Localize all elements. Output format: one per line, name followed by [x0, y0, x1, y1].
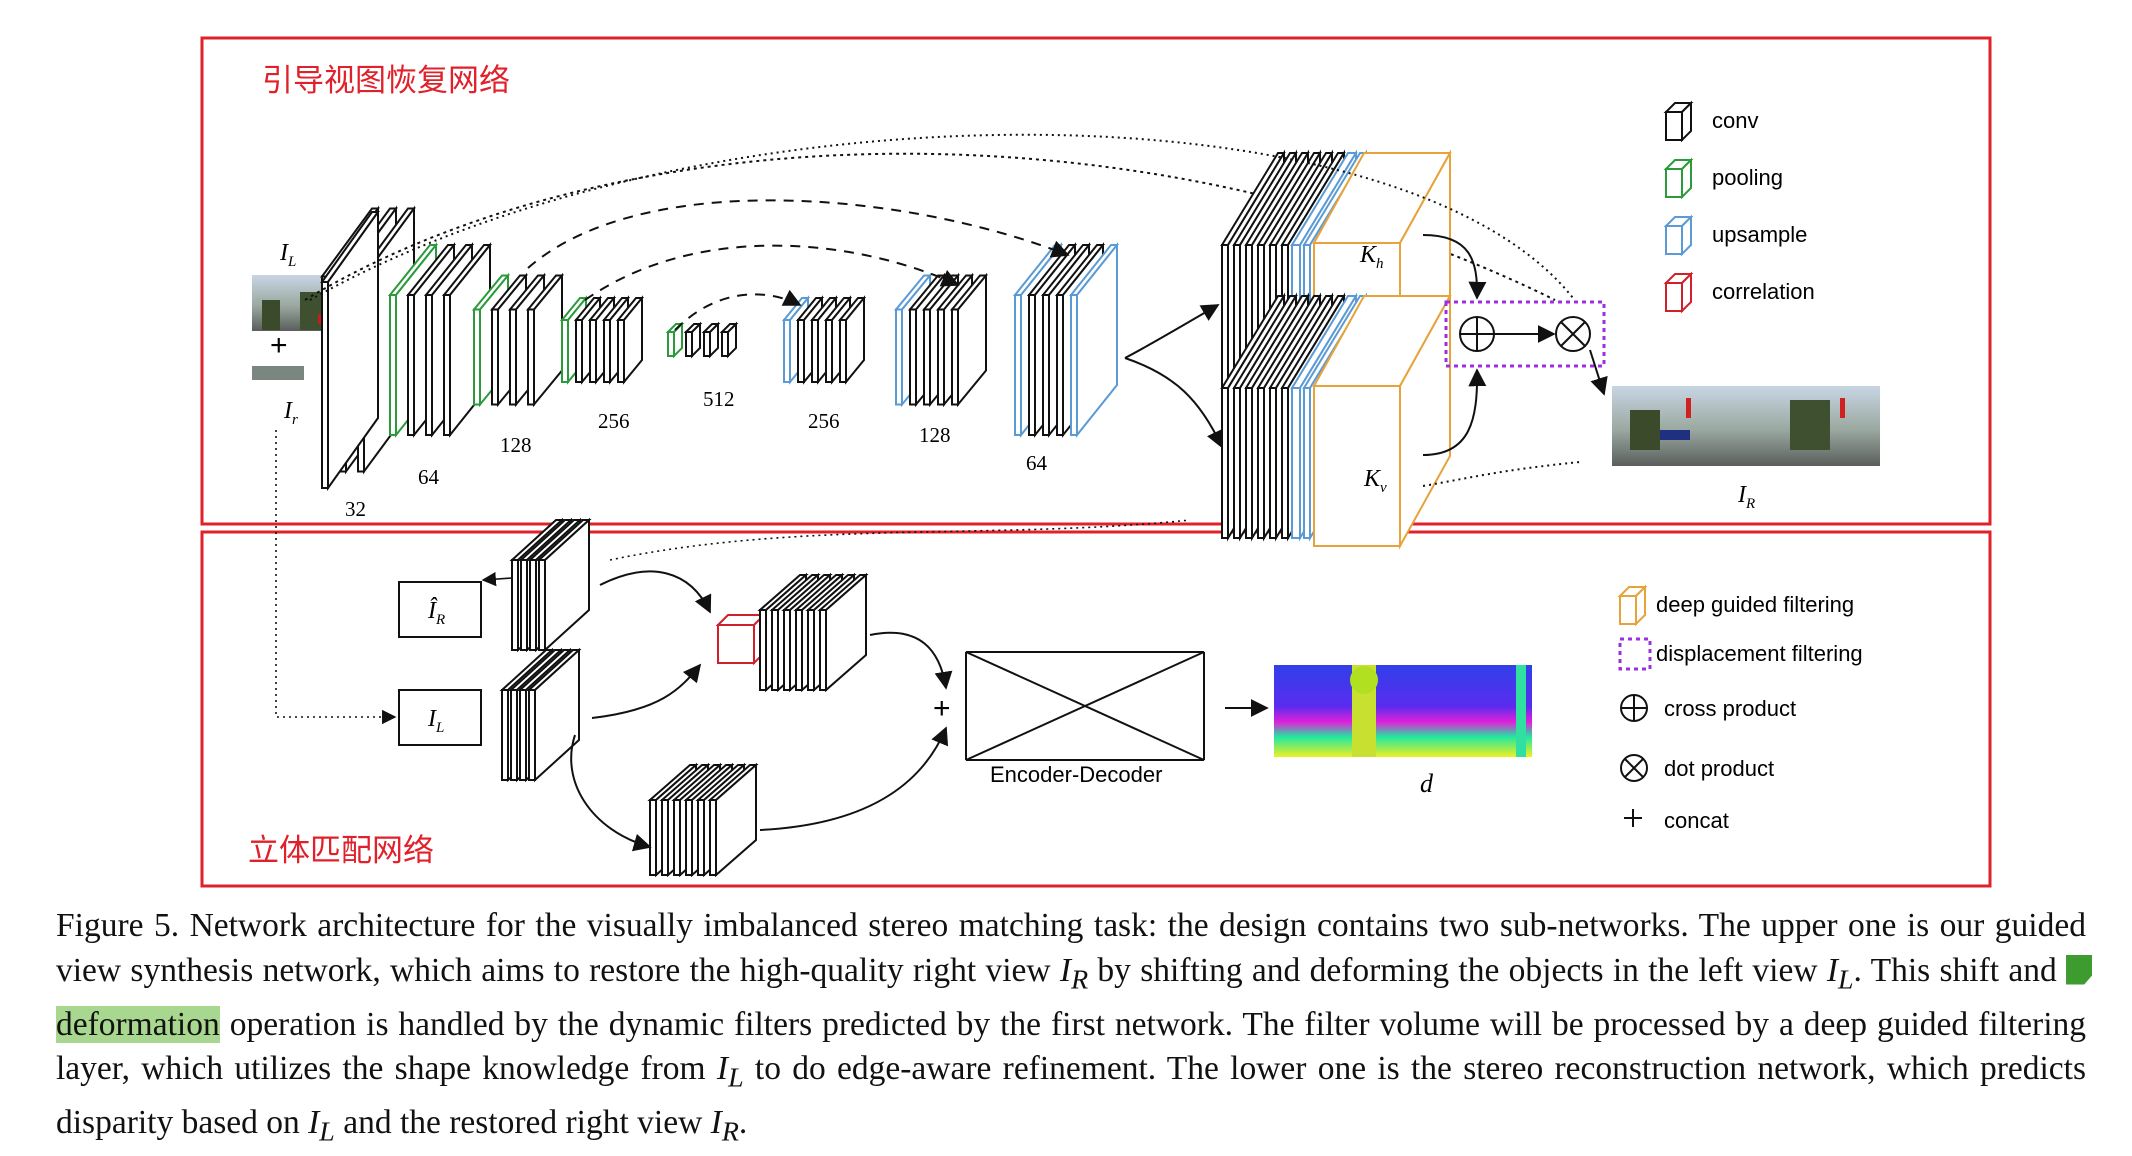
left-view-box — [398, 689, 482, 746]
lower-conv-block — [707, 762, 759, 878]
lower-conv-block — [536, 517, 592, 653]
lower-arrows — [570, 570, 1269, 852]
kernel-v-label: Kv — [1363, 466, 1387, 496]
upper-network-frame — [200, 36, 1992, 526]
feature-size-label: 512 — [703, 387, 735, 411]
feature-size-label: 64 — [1026, 451, 1048, 475]
restored-right-view-image — [1612, 386, 1880, 466]
legend-label: correlation — [1712, 279, 1815, 304]
encoder-decoder-layers — [320, 205, 1120, 492]
pooling-block-icon — [1663, 157, 1694, 200]
encoder-decoder-label: Encoder-Decoder — [990, 762, 1162, 787]
lower-conv-block — [817, 572, 869, 693]
ir-feedback-dotted — [609, 519, 1191, 561]
conv-block-icon — [1663, 100, 1694, 143]
lower-feature-stacks — [499, 517, 869, 878]
legend-label: cross product — [1664, 696, 1796, 721]
layer-block — [525, 272, 565, 408]
disparity-map-image — [1274, 665, 1532, 757]
kernel-stacks — [1220, 149, 1452, 550]
legend-label: pooling — [1712, 165, 1783, 190]
cross-product-node — [1459, 316, 1495, 352]
layer-block — [719, 321, 739, 359]
displacement-filtering-box — [1444, 300, 1606, 368]
left-input-label: IL — [279, 240, 296, 270]
legend-label: upsample — [1712, 222, 1807, 247]
guided-filter-block-icon — [1617, 584, 1648, 627]
highlighted-word[interactable]: deformation — [56, 1005, 220, 1043]
lower-network-title: 立体匹配网络 — [248, 833, 434, 869]
kernel-split-arrows — [1124, 304, 1224, 449]
plus-icon — [1624, 809, 1642, 827]
restored-view-box — [398, 581, 482, 638]
ir-hat-link — [481, 571, 513, 587]
caption-math-2: IL — [1826, 951, 1854, 996]
feature-size-label: 128 — [919, 423, 951, 447]
guided-filter-block — [1312, 292, 1452, 550]
layer-block — [320, 208, 380, 492]
feature-size-label: 32 — [345, 497, 366, 521]
right-input-image — [252, 366, 304, 380]
legend-label: concat — [1664, 808, 1729, 833]
legend-top: conv pooling upsample correlation — [1663, 100, 1815, 314]
caption-part-6: and the restored right view — [343, 1104, 703, 1142]
caption-part-4: operation is handled by the dynamic filt… — [56, 1005, 2087, 1088]
caption-math-4: IL — [308, 1104, 335, 1149]
dotted-box-icon — [1618, 637, 1652, 671]
lower-conv-block — [526, 647, 582, 783]
layer-block — [701, 321, 721, 359]
circle-times-icon — [1620, 754, 1648, 782]
feature-size-label: 256 — [808, 409, 840, 433]
filtering-arrows — [309, 133, 1608, 487]
legend-label: conv — [1712, 108, 1758, 133]
layer-block — [683, 321, 703, 359]
comment-note-icon[interactable] — [2066, 954, 2093, 985]
encoder-decoder-block — [965, 651, 1205, 761]
legend-label: dot product — [1664, 756, 1774, 781]
dot-product-node — [1555, 316, 1591, 352]
caption-part-1: Figure 5. Network architecture for the v… — [56, 907, 2086, 989]
lower-network-frame — [200, 530, 1992, 888]
il-dotted-link — [275, 430, 397, 725]
concat-plus: + — [933, 692, 951, 725]
caption-part-3: . This shift and — [1853, 951, 2057, 989]
correlation-block-icon — [1663, 271, 1694, 314]
upsample-block-icon — [1663, 214, 1694, 257]
legend-label: displacement filtering — [1656, 641, 1863, 666]
caption-math-1: IR — [1059, 951, 1089, 996]
correlation-block — [715, 612, 767, 666]
disparity-label: d — [1420, 769, 1434, 798]
circle-plus-icon — [1620, 694, 1648, 722]
layer-block — [1068, 242, 1120, 438]
figure-caption: Figure 5. Network architecture for the v… — [56, 904, 2093, 1156]
caption-part-2: by shifting and deforming the objects in… — [1097, 951, 1818, 989]
caption-part-7: . — [738, 1104, 748, 1142]
legend-label: deep guided filtering — [1656, 592, 1854, 617]
feature-size-label: 64 — [418, 465, 440, 489]
output-label: IR — [1737, 482, 1755, 512]
legend-bottom: deep guided filtering displacement filter… — [1617, 584, 1863, 833]
upper-network-title: 引导视图恢复网络 — [262, 63, 510, 99]
layer-block — [615, 295, 645, 385]
caption-math-3: IL — [716, 1050, 744, 1094]
caption-part-5: to do edge-aware refinement. The lower o… — [56, 1050, 2087, 1142]
feature-size-label: 128 — [500, 433, 532, 457]
caption-math-5: IR — [710, 1104, 739, 1149]
feature-size-labels: 32 64 128 256 512 256 128 64 — [345, 387, 1048, 521]
right-input-label: Ir — [283, 398, 298, 428]
layer-block — [837, 295, 867, 385]
layer-block — [665, 321, 685, 359]
layer-block — [949, 272, 989, 408]
input-plus: + — [270, 329, 288, 362]
feature-size-label: 256 — [598, 409, 630, 433]
